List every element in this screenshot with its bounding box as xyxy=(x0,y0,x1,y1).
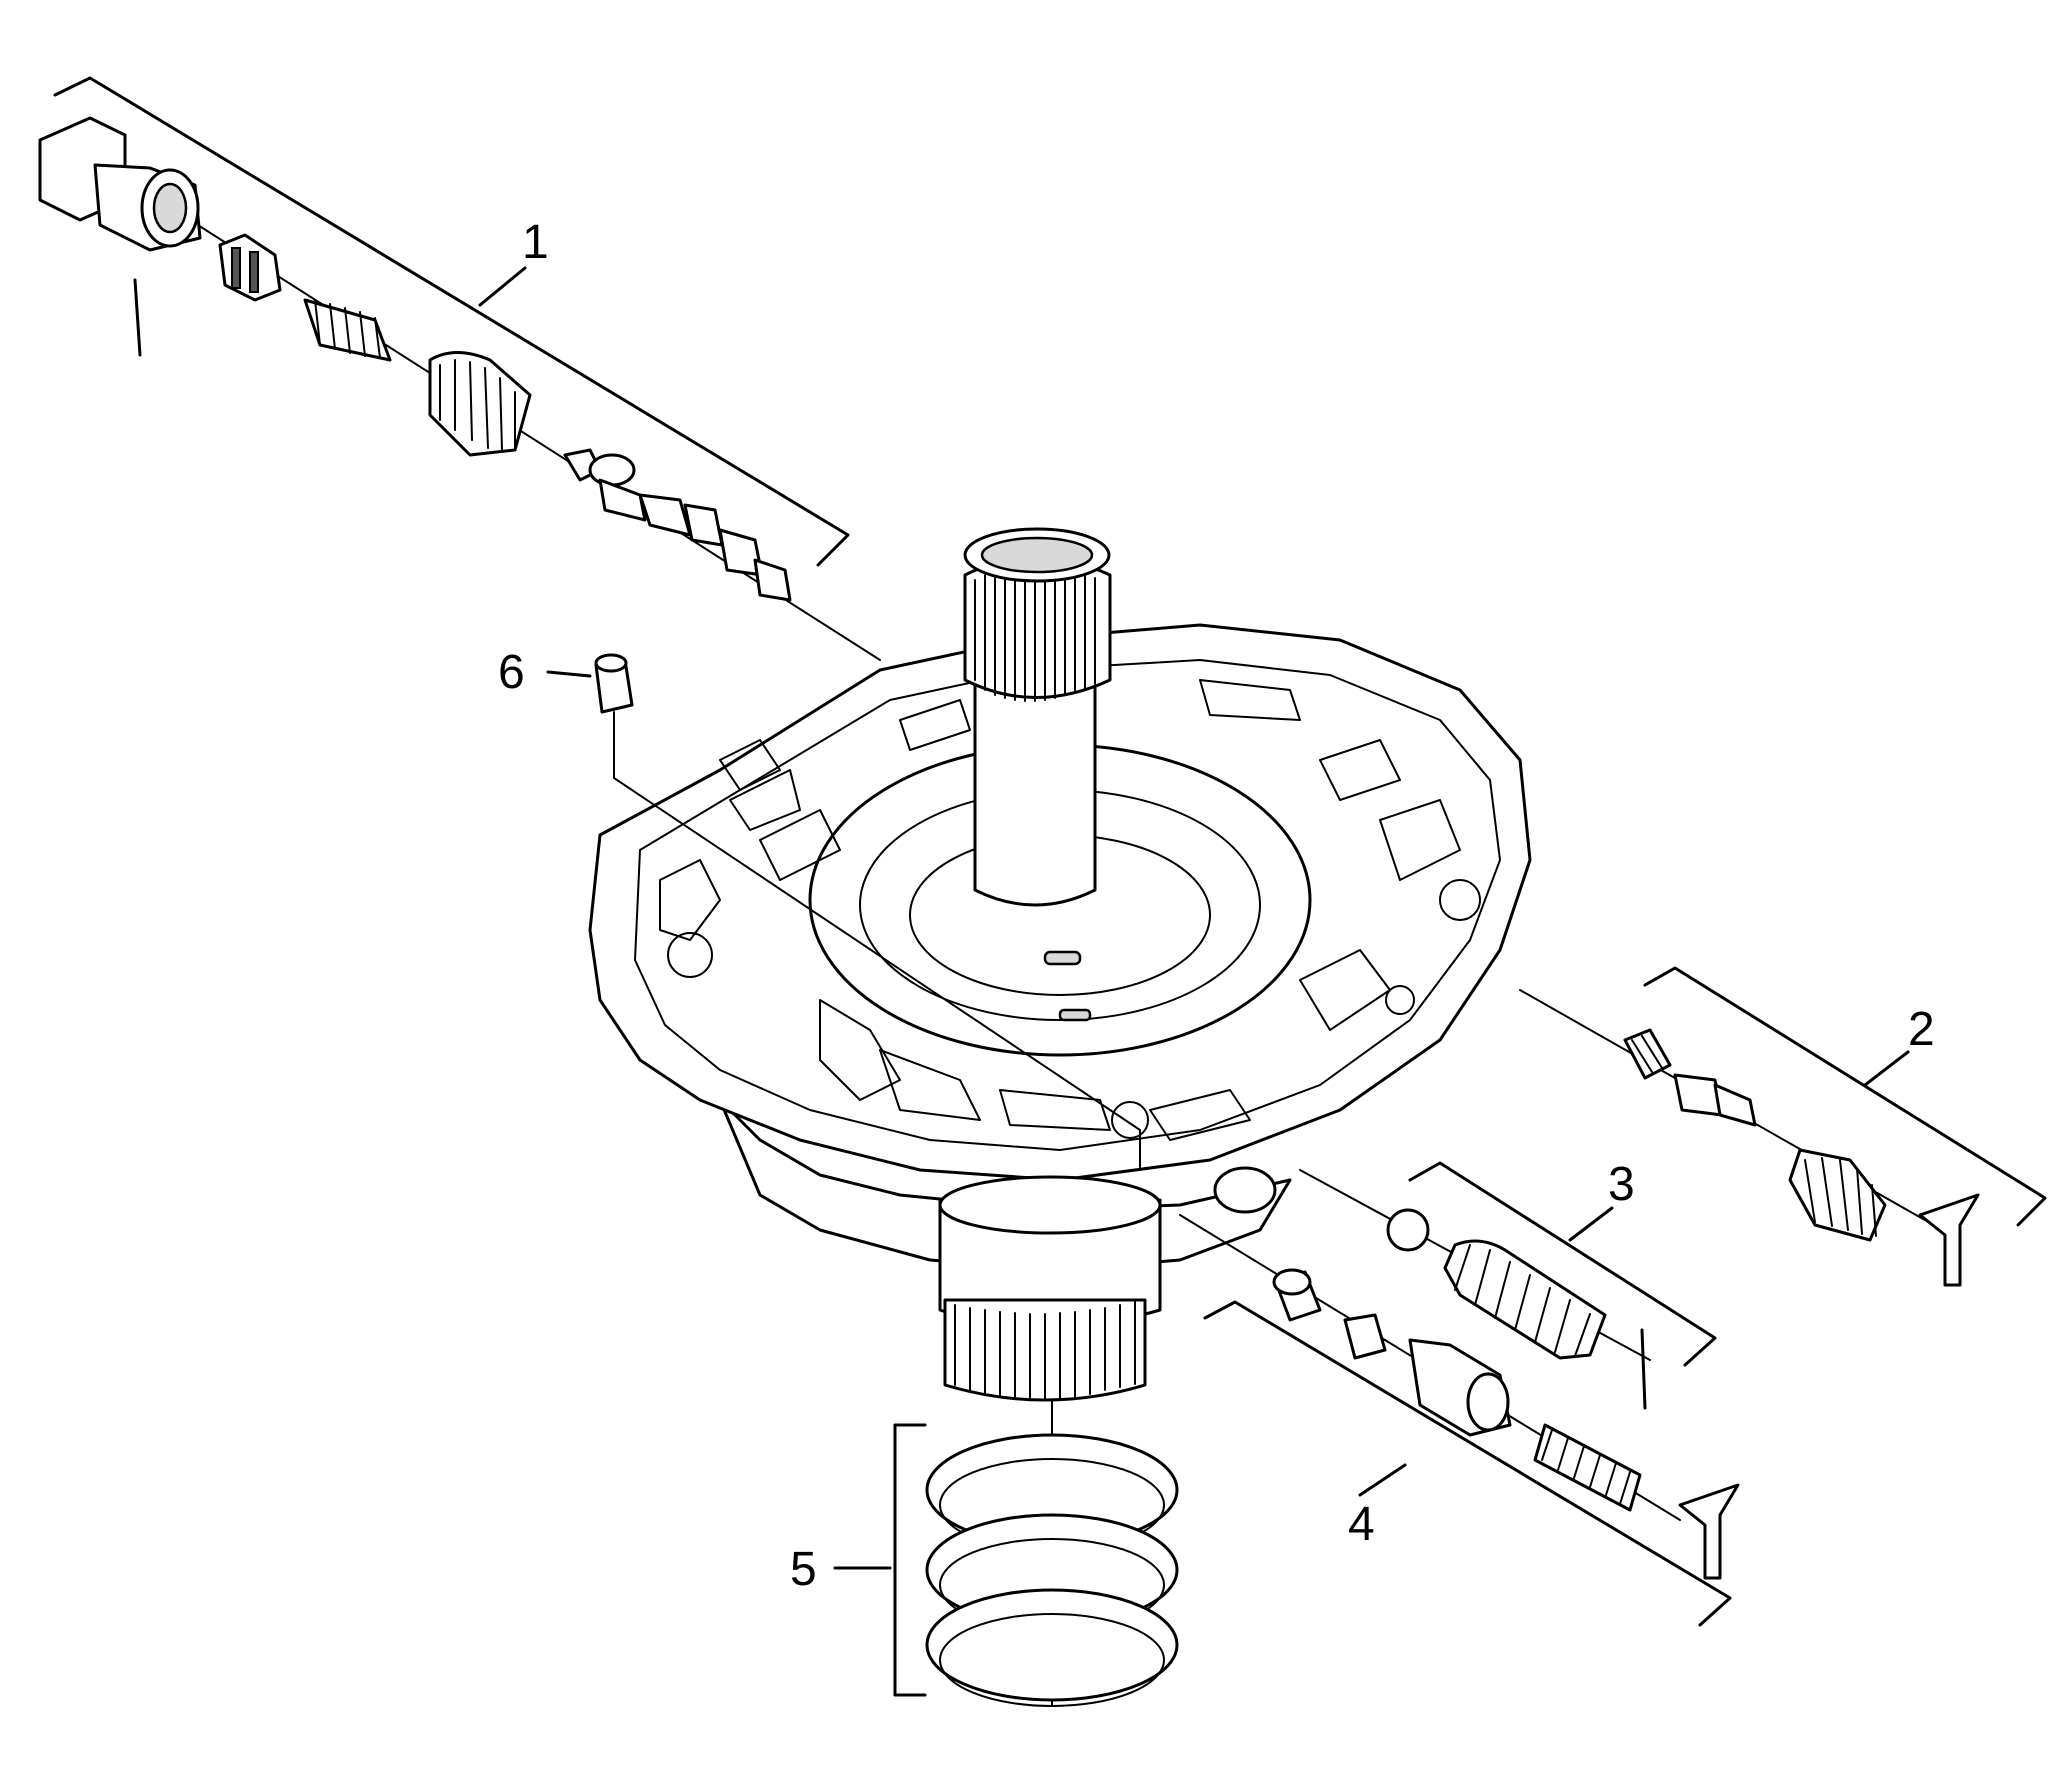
bracket-3 xyxy=(1408,1161,1717,1367)
callout-6: 6 xyxy=(498,646,525,699)
valve-assembly-3: 3 xyxy=(1299,1158,1717,1410)
retaining-pin-1 xyxy=(133,278,142,357)
small-plug-1 xyxy=(218,233,282,302)
valve-spool-1 xyxy=(563,448,792,602)
callout-4: 4 xyxy=(1348,1498,1375,1551)
valve-assembly-1: 1 xyxy=(38,76,881,661)
bracket-2 xyxy=(1643,966,2047,1227)
bracket-5 xyxy=(893,1423,927,1697)
cup-plug-6: 6 xyxy=(498,646,1141,1171)
leader-2 xyxy=(1863,1050,1910,1087)
valve-assembly-4: 4 xyxy=(1179,1214,1740,1627)
input-shaft xyxy=(963,527,1112,907)
bracket-4 xyxy=(1203,1300,1732,1627)
leader-3 xyxy=(1568,1206,1614,1242)
fluid-passages xyxy=(659,679,1481,1141)
callout-5: 5 xyxy=(790,1543,817,1596)
large-spring-1 xyxy=(428,351,532,457)
leader-4 xyxy=(1358,1463,1407,1497)
small-spring-1 xyxy=(303,298,392,362)
callout-3: 3 xyxy=(1608,1158,1635,1211)
stator-shaft xyxy=(938,1175,1162,1402)
callout-2: 2 xyxy=(1908,1003,1935,1056)
callout-1: 1 xyxy=(522,216,549,269)
valve-assembly-2: 2 xyxy=(1519,966,2047,1287)
bracket-1 xyxy=(53,76,850,567)
leader-6 xyxy=(546,670,592,678)
bore-plug xyxy=(38,116,202,252)
seal-rings-5: 5 xyxy=(790,1399,1179,1707)
leader-1 xyxy=(478,266,527,307)
